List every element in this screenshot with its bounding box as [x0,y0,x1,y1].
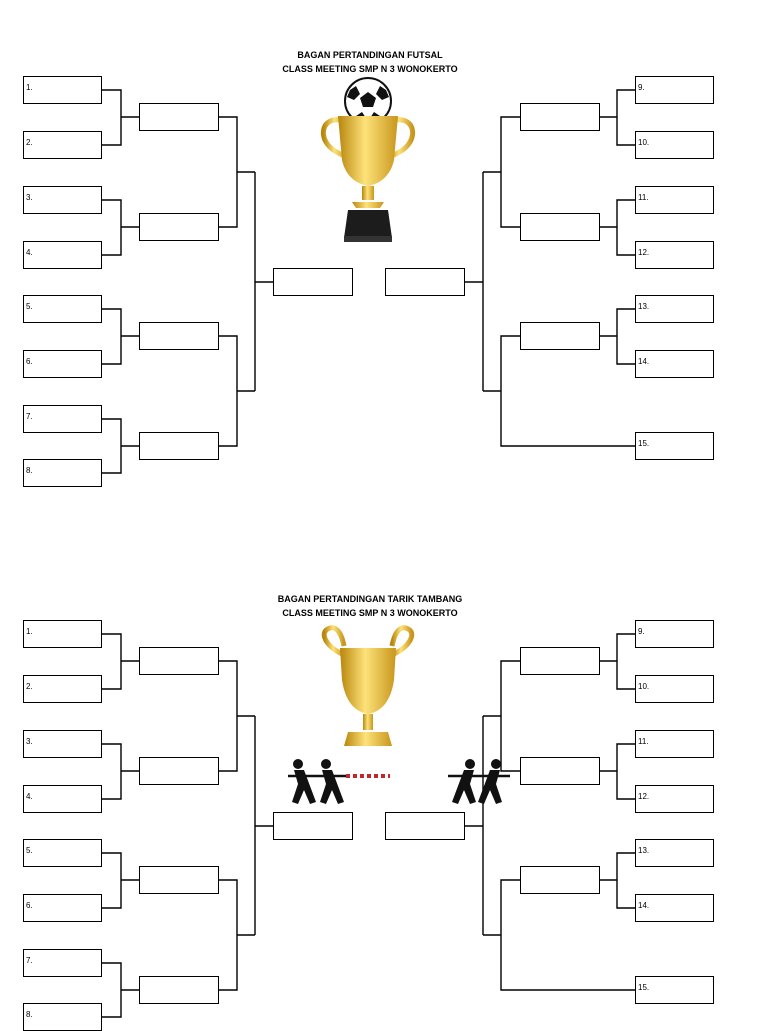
seed-label: 2. [26,138,33,147]
futsal-left-r2-slot[interactable] [139,103,219,131]
tarik-slot-14[interactable]: 14. [635,894,714,922]
tarik-slot-8[interactable]: 8. [23,1003,102,1031]
futsal-right-r2-slot[interactable] [520,322,600,350]
tarik-slot-4[interactable]: 4. [23,785,102,813]
seed-label: 14. [638,357,650,366]
futsal-bracket-lines [102,89,635,474]
seed-label: 7. [26,956,33,965]
tarik-left-r2-slot[interactable] [139,647,219,675]
tarik-slot-11[interactable]: 11. [635,730,714,758]
futsal-left-r2-slot[interactable] [139,322,219,350]
seed-label: 1. [26,627,33,636]
futsal-left-semi-slot[interactable] [273,268,353,296]
seed-label: 3. [26,737,33,746]
seed-label: 6. [26,901,33,910]
seed-label: 2. [26,682,33,691]
seed-label: 8. [26,1010,33,1019]
futsal-slot-15[interactable]: 15. [635,432,714,460]
tarik-right-r2-slot[interactable] [520,647,600,675]
futsal-slot-14[interactable]: 14. [635,350,714,378]
futsal-slot-9[interactable]: 9. [635,76,714,104]
seed-label: 11. [638,737,649,746]
seed-label: 15. [638,439,650,448]
tarik-title-line2: CLASS MEETING SMP N 3 WONOKERTO [282,608,458,618]
seed-label: 14. [638,901,650,910]
seed-label: 13. [638,846,650,855]
tarik-slot-2[interactable]: 2. [23,675,102,703]
tarik-slot-6[interactable]: 6. [23,894,102,922]
tarik-slot-12[interactable]: 12. [635,785,714,813]
futsal-slot-6[interactable]: 6. [23,350,102,378]
futsal-bracket: BAGAN PERTANDINGAN FUTSAL CLASS MEETING … [0,0,768,500]
trophy-cup-icon [321,625,415,746]
tarik-slot-7[interactable]: 7. [23,949,102,977]
futsal-right-semi-slot[interactable] [385,268,465,296]
tug-of-war-icon [448,759,510,804]
futsal-right-r2-slot[interactable] [520,103,600,131]
seed-label: 5. [26,302,33,311]
tarik-left-r2-slot[interactable] [139,976,219,1004]
seed-label: 7. [26,412,33,421]
tarik-bracket-lines [102,633,635,1018]
tarik-slot-10[interactable]: 10. [635,675,714,703]
futsal-title-line2: CLASS MEETING SMP N 3 WONOKERTO [282,64,458,74]
tarik-slot-13[interactable]: 13. [635,839,714,867]
futsal-slot-5[interactable]: 5. [23,295,102,323]
futsal-slot-12[interactable]: 12. [635,241,714,269]
tarik-left-r2-slot[interactable] [139,757,219,785]
seed-label: 9. [638,83,645,92]
tarik-right-semi-slot[interactable] [385,812,465,840]
seed-label: 13. [638,302,650,311]
tarik-slot-5[interactable]: 5. [23,839,102,867]
seed-label: 10. [638,682,650,691]
seed-label: 1. [26,83,33,92]
tarik-left-r2-slot[interactable] [139,866,219,894]
tarik-slot-9[interactable]: 9. [635,620,714,648]
tug-of-war-icon [288,759,390,804]
seed-label: 8. [26,466,33,475]
tarik-tambang-bracket: BAGAN PERTANDINGAN TARIK TAMBANG CLASS M… [0,544,768,1031]
futsal-slot-8[interactable]: 8. [23,459,102,487]
futsal-slot-2[interactable]: 2. [23,131,102,159]
seed-label: 9. [638,627,645,636]
futsal-slot-3[interactable]: 3. [23,186,102,214]
futsal-left-r2-slot[interactable] [139,432,219,460]
tarik-title-line1: BAGAN PERTANDINGAN TARIK TAMBANG [277,594,463,604]
futsal-title-line1: BAGAN PERTANDINGAN FUTSAL [297,50,443,60]
futsal-slot-11[interactable]: 11. [635,186,714,214]
futsal-slot-13[interactable]: 13. [635,295,714,323]
seed-label: 4. [26,792,33,801]
seed-label: 12. [638,792,650,801]
futsal-slot-4[interactable]: 4. [23,241,102,269]
futsal-right-r2-slot[interactable] [520,213,600,241]
futsal-left-r2-slot[interactable] [139,213,219,241]
futsal-slot-10[interactable]: 10. [635,131,714,159]
seed-label: 5. [26,846,33,855]
seed-label: 11. [638,193,649,202]
tarik-right-r2-slot[interactable] [520,866,600,894]
tarik-slot-1[interactable]: 1. [23,620,102,648]
tarik-slot-3[interactable]: 3. [23,730,102,758]
futsal-slot-7[interactable]: 7. [23,405,102,433]
trophy-icon [320,116,416,242]
seed-label: 12. [638,248,650,257]
futsal-slot-1[interactable]: 1. [23,76,102,104]
seed-label: 4. [26,248,33,257]
seed-label: 10. [638,138,650,147]
seed-label: 15. [638,983,650,992]
tarik-left-semi-slot[interactable] [273,812,353,840]
tarik-slot-15[interactable]: 15. [635,976,714,1004]
tarik-right-r2-slot[interactable] [520,757,600,785]
seed-label: 6. [26,357,33,366]
seed-label: 3. [26,193,33,202]
